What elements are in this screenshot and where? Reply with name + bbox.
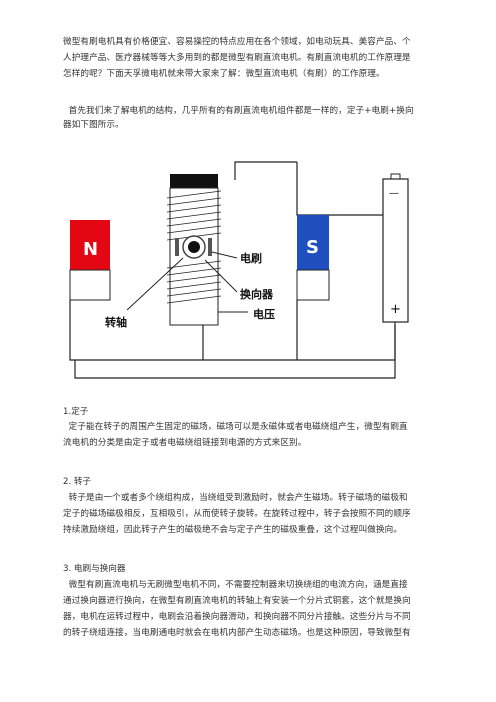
section-rotor-line-2: 定子的磁场磁极相反，互相吸引，从而使转子旋转。在旋转过程中，转子会按照不同的顺序 [63, 509, 411, 519]
structure-line-1: 首先我们来了解电机的结构，几乎所有的有刷直流电机组件都是一样的，定子+电刷+换向 [63, 106, 414, 116]
section-title-brush-commutator: 3. 电刷与换向器 [63, 564, 126, 574]
rotor-shaft [188, 241, 200, 253]
rotor-coil [166, 190, 222, 304]
section-brush-line-3: 器，电机在运转过程中，电刷会沿着换向器滑动，和换向器不同分片接触。这些分片与不同 [63, 612, 411, 622]
magnet-s-base [296, 269, 330, 301]
section-stator-line-2: 流电机的分类是由定子或者电磁绕组链接到电源的方式来区别。 [63, 438, 307, 448]
intro-line-3: 怎样的呢？下面天孚微电机就来带大家来了解：微型直流电机（有刷）的工作原理。 [63, 69, 385, 79]
battery-terminal [390, 173, 401, 180]
circuit-wire [234, 161, 297, 180]
circuit-wire-right [296, 162, 393, 216]
brush-left [175, 238, 179, 256]
structure-line-2: 器如下图所示。 [63, 120, 124, 130]
magnet-n-label: N [83, 239, 98, 260]
rotor-top-cap [170, 174, 218, 188]
magnet-s-label: S [306, 237, 319, 258]
battery-minus: — [389, 188, 399, 199]
section-title-stator: 1.定子 [63, 407, 89, 417]
leader-lines [126, 251, 248, 313]
label-rotor: 转轴 [105, 315, 127, 329]
label-commutator: 换向器 [240, 287, 274, 301]
circuit-wire-battery-bottom [74, 322, 396, 379]
section-brush-line-4: 的转子绕组连接，当电刷通电时就会在电机内部产生动态磁场。也是这种原因，导致微型有 [63, 628, 411, 638]
intro-line-2: 人护理产品、医疗器械等等大多用到的都是微型有刷直流电机。有刷直流电机的工作原理是 [63, 53, 411, 63]
magnet-s [297, 215, 329, 270]
magnet-n [70, 220, 110, 270]
battery-plus: + [390, 302, 401, 317]
section-brush-line-1: 微型有刷直流电机与无刷微型电机不同，不需要控制器来切换绕组的电流方向，涵是直接 [63, 580, 408, 590]
battery [382, 178, 409, 323]
label-voltage: 电压 [253, 307, 275, 321]
circuit-wire-bottom [69, 300, 396, 361]
magnet-n-base [69, 269, 111, 301]
section-brush-line-2: 通过换向器进行换向，在微型有刷直流电机的转轴上有安装一个分片式铜套，这个就是换向 [63, 596, 411, 606]
section-stator-line-1: 定子能在转子的周围产生固定的磁场，磁场可以是永磁体或者电磁绕组产生，微型有刷直 [63, 422, 408, 432]
motor-diagram: N S 电刷 换向器 转轴 电压 — + [69, 161, 409, 379]
section-rotor-line-1: 转子是由一个或者多个绕组构成，当绕组受到激励时，就会产生磁场。转子磁场的磁极和 [63, 493, 408, 503]
section-title-rotor: 2. 转子 [63, 477, 92, 487]
section-rotor-line-3: 持续激励绕组，因此转子产生的磁极绝不会与定子产生的磁极重叠，这个过程叫做换向。 [63, 525, 403, 535]
intro-line-1: 微型有刷电机具有价格便宜、容易操控的特点应用在各个领域，如电动玩具、美容产品、个 [63, 37, 411, 47]
brush-right [208, 238, 212, 256]
label-brush: 电刷 [240, 251, 262, 265]
